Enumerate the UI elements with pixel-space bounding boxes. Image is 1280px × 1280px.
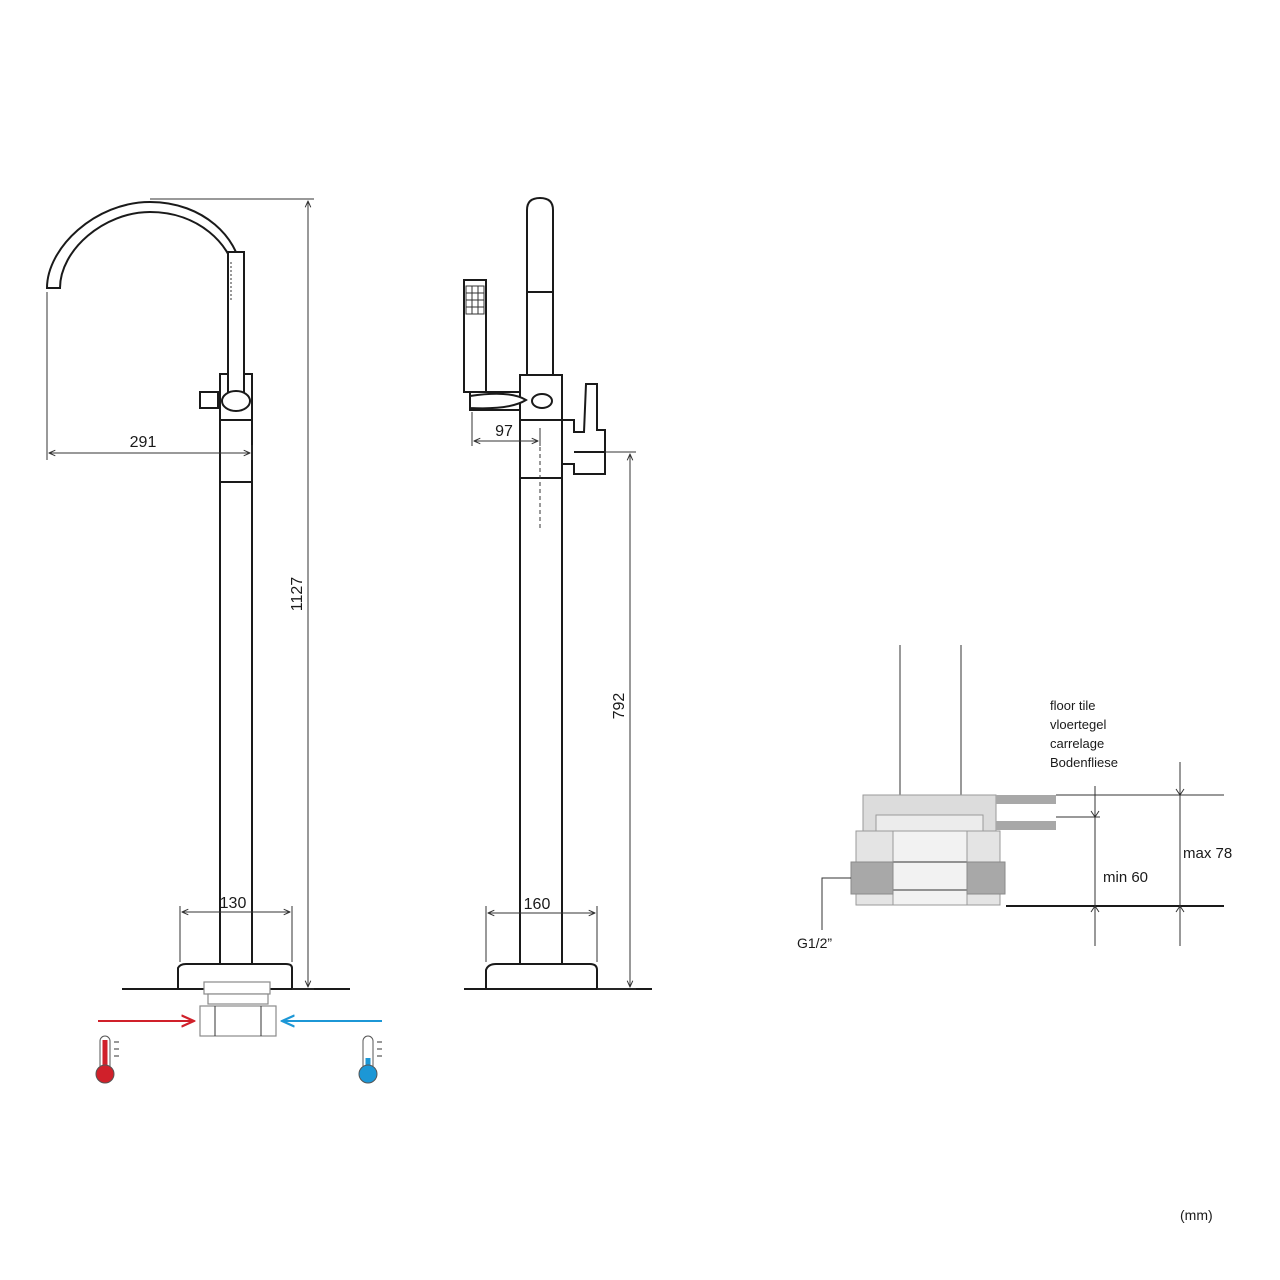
front-holder bbox=[221, 390, 251, 412]
front-view: 291 1127 130 bbox=[45, 198, 382, 1084]
dim-reach-label: 291 bbox=[130, 434, 157, 451]
thermometer-hot-icon bbox=[95, 1035, 119, 1084]
side-lever bbox=[561, 383, 606, 475]
front-knob bbox=[199, 391, 219, 409]
thread-label: G1/2” bbox=[797, 935, 832, 951]
units-label: (mm) bbox=[1180, 1207, 1213, 1223]
side-handshower bbox=[463, 279, 487, 393]
front-body bbox=[219, 373, 253, 965]
side-base bbox=[485, 963, 598, 990]
side-body bbox=[519, 374, 563, 966]
dim-height-label: 1127 bbox=[289, 577, 306, 612]
floor-tile-label-en: floor tile bbox=[1050, 698, 1096, 713]
dim-min-label: min 60 bbox=[1103, 869, 1148, 886]
side-holder bbox=[531, 393, 553, 409]
mount-inlet-left bbox=[850, 861, 894, 895]
mount-inlet-right bbox=[966, 861, 1006, 895]
thermometer-cold-icon bbox=[358, 1035, 382, 1084]
floor-tile-strip-bottom bbox=[996, 821, 1056, 830]
front-connector bbox=[199, 981, 277, 1037]
side-spout bbox=[526, 196, 554, 376]
dim-spout-height-label: 792 bbox=[611, 693, 628, 720]
front-handshower bbox=[227, 251, 245, 403]
handshower-nozzle-icon bbox=[466, 286, 484, 314]
mounting-detail: min 60 max 78 G1/2” floor tile vloertege… bbox=[797, 645, 1232, 951]
dim-base-side-label: 160 bbox=[524, 896, 551, 913]
dim-max-label: max 78 bbox=[1183, 845, 1232, 862]
floor-tile-label-fr: carrelage bbox=[1050, 736, 1104, 751]
floor-tile-strip-top bbox=[996, 795, 1056, 804]
floor-tile-label-nl: vloertegel bbox=[1050, 717, 1106, 732]
dim-handshower-label: 97 bbox=[495, 423, 513, 440]
dim-base-front-label: 130 bbox=[220, 895, 247, 912]
spout bbox=[45, 200, 242, 289]
side-view: 97 792 160 bbox=[463, 196, 652, 990]
floor-tile-label-de: Bodenfliese bbox=[1050, 755, 1118, 770]
